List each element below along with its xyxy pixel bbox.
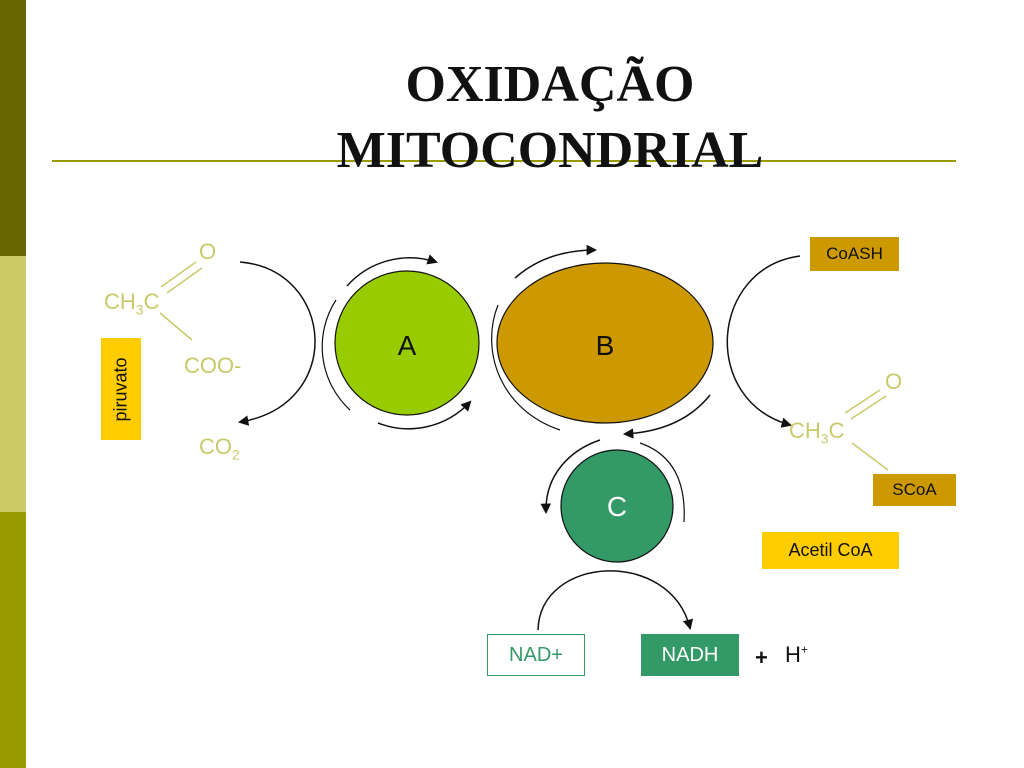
proton-sup: +	[800, 642, 808, 657]
proton-label: H+	[785, 642, 808, 668]
page-title: OXIDAÇÃO MITOCONDRIAL	[220, 52, 880, 184]
enzyme-c-circle	[560, 449, 674, 563]
enzyme-a-label: A	[398, 330, 417, 361]
arrow-pyruvate-to-co2	[237, 261, 316, 426]
co2-label: CO2	[199, 434, 240, 462]
enzyme-b-ellipse	[496, 262, 714, 424]
acetil-coa-label-box: Acetil CoA	[762, 532, 899, 569]
nadh-label: NADH	[661, 643, 719, 666]
acetyl-double-bond-1	[844, 389, 881, 414]
acetyl-ch-sub: 3	[820, 430, 829, 447]
arrow-coash-to-acetyl	[726, 255, 801, 428]
coash-label-box: CoASH	[810, 237, 899, 271]
enzyme-a-circle	[334, 270, 480, 416]
side-bar-mid	[0, 512, 26, 768]
nad-plus-label: NAD+	[509, 643, 563, 666]
arrow-nad-to-nadh	[537, 570, 694, 631]
piruvato-label: piruvato	[110, 356, 131, 422]
pyruvate-oxygen: O	[199, 239, 217, 264]
enzyme-c-label: C	[607, 491, 627, 522]
enzyme-b-label: B	[596, 330, 615, 361]
acetyl-c-text: C	[828, 418, 845, 443]
pyruvate-double-bond-2	[166, 267, 203, 294]
acetyl-methyl: CH3C	[789, 418, 844, 446]
enzyme-a-arc-bottom	[377, 400, 472, 430]
enzyme-b-arc-top	[514, 244, 598, 279]
pyruvate-c-text: C	[143, 289, 160, 314]
acetil-coa-label: Acetil CoA	[788, 540, 873, 560]
enzyme-c-arc-left	[540, 439, 601, 515]
enzyme-b-outer-left	[491, 304, 561, 431]
pyruvate-carboxylate: COO-	[184, 353, 242, 378]
piruvato-label-box: piruvato	[101, 338, 141, 440]
acetyl-double-bond-2	[850, 395, 887, 420]
scoa-label-box: SCoA	[873, 474, 956, 506]
enzyme-b-arc-bottom	[622, 394, 711, 439]
side-bar-dark	[0, 0, 26, 256]
nad-plus-box: NAD+	[487, 634, 585, 676]
acetyl-single-bond	[851, 442, 889, 471]
enzyme-a-outer-left	[321, 299, 351, 411]
title-line-2: MITOCONDRIAL	[336, 122, 764, 179]
plus-sign: +	[755, 645, 768, 670]
nadh-box: NADH	[641, 634, 739, 676]
acetyl-ch-text: CH	[789, 418, 821, 443]
title-line-1: OXIDAÇÃO	[405, 56, 695, 113]
co2-text: CO	[199, 434, 232, 459]
pyruvate-ch-text: CH	[104, 289, 136, 314]
pyruvate-methyl: CH3C	[104, 289, 159, 317]
pyruvate-double-bond-1	[160, 261, 197, 288]
proton-h: H	[785, 642, 801, 667]
enzyme-a-arc-top	[346, 254, 438, 287]
pyruvate-single-bond	[159, 312, 193, 341]
co2-sub: 2	[232, 446, 240, 463]
scoa-label: SCoA	[892, 480, 937, 499]
acetyl-oxygen: O	[885, 369, 903, 394]
side-bar-light	[0, 256, 26, 512]
pyruvate-ch-sub: 3	[135, 301, 144, 318]
enzyme-c-arc-right	[639, 442, 685, 523]
coash-label: CoASH	[826, 244, 883, 263]
